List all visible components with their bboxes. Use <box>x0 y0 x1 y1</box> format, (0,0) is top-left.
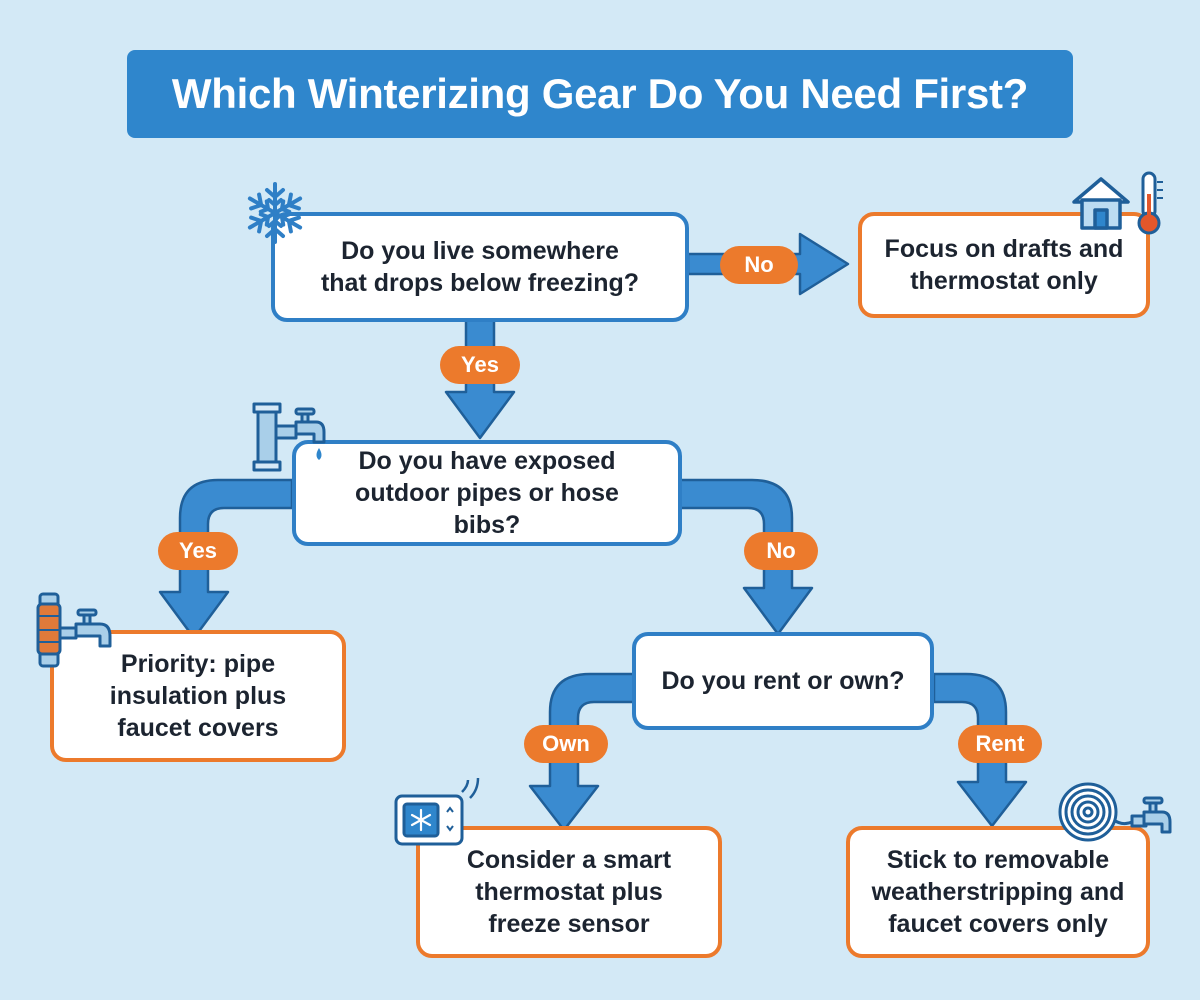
answer-removable-weatherstripping: Stick to removable weatherstripping and … <box>846 826 1150 958</box>
pipe-faucet-icon <box>252 402 326 472</box>
badge-q3-own: Own <box>524 725 608 763</box>
question-exposed-pipes: Do you have exposed outdoor pipes or hos… <box>292 440 682 546</box>
insulated-pipe-faucet-icon <box>36 592 112 668</box>
smart-thermostat-icon <box>394 777 480 846</box>
question-rent-or-own: Do you rent or own? <box>632 632 934 730</box>
page-title: Which Winterizing Gear Do You Need First… <box>127 50 1073 138</box>
coiled-hose-faucet-icon <box>1058 782 1172 842</box>
badge-q2-yes: Yes <box>158 532 238 570</box>
answer-smart-thermostat: Consider a smart thermostat plus freeze … <box>416 826 722 958</box>
thermometer-icon <box>1137 171 1163 235</box>
snowflake-icon <box>243 182 307 244</box>
badge-q3-rent: Rent <box>958 725 1042 763</box>
badge-q1-yes: Yes <box>440 346 520 384</box>
answer-pipe-insulation: Priority: pipe insulation plus faucet co… <box>50 630 346 762</box>
badge-q2-no: No <box>744 532 818 570</box>
badge-q1-no: No <box>720 246 798 284</box>
house-icon <box>1072 177 1130 230</box>
question-freezing: Do you live somewhere that drops below f… <box>271 212 689 322</box>
